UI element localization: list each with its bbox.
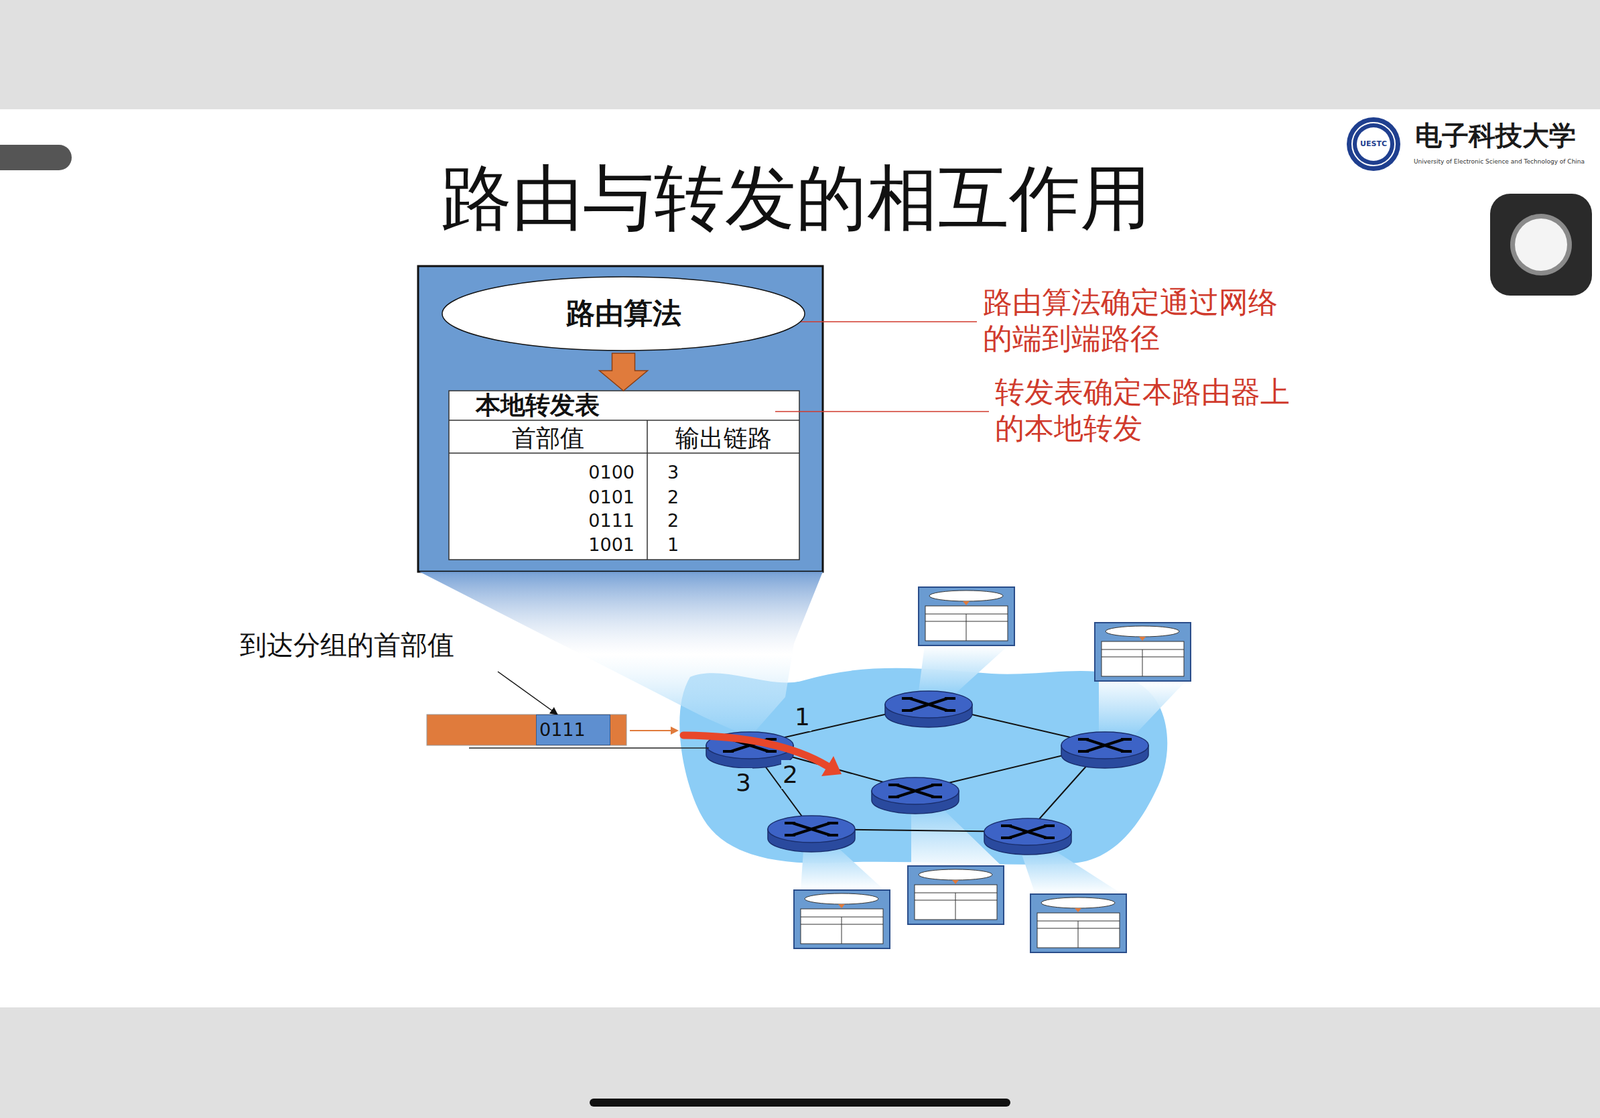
zoom-beam	[419, 571, 823, 738]
logo-emblem	[1346, 117, 1401, 171]
table-rule	[448, 452, 800, 454]
router-symbol	[984, 818, 1072, 855]
mini-router-table	[1094, 622, 1191, 681]
table-header: 首部值	[448, 423, 648, 453]
side-tab	[0, 144, 72, 171]
router-symbol	[871, 777, 959, 814]
mini-router-table	[907, 865, 1004, 924]
table-rule	[448, 419, 800, 421]
slide-title: 路由与转发的相互作用	[0, 155, 1592, 241]
node-text: 0111	[539, 718, 586, 741]
packet	[426, 714, 627, 746]
input-line	[469, 747, 709, 749]
forwarding-arrowhead	[821, 755, 842, 776]
table-cell: 3	[667, 461, 679, 484]
leader-line	[775, 410, 989, 413]
mini-router-table	[918, 586, 1015, 646]
top-bar	[0, 0, 1600, 110]
table-cell: 0101	[448, 486, 635, 508]
annotation: 转发表确定本路由器上 的本地转发	[994, 373, 1305, 447]
mini-router-table	[793, 889, 890, 949]
table-cell: 2	[667, 509, 679, 532]
home-indicator	[589, 1098, 1011, 1107]
node-text: 路由算法	[566, 296, 682, 331]
university-name-english: University of Electronic Science and Tec…	[1413, 158, 1585, 166]
routing-algorithm-ellipse: 路由算法	[440, 275, 807, 352]
port-number: 2	[781, 759, 800, 789]
block-arrow	[599, 353, 648, 391]
forwarding-table: 本地转发表	[448, 390, 829, 560]
node-text: 本地转发表	[475, 390, 829, 421]
table-cell: 2	[667, 486, 679, 508]
router-symbol	[885, 690, 973, 727]
table-cell: 0111	[448, 509, 635, 532]
ellipse-shape	[442, 276, 805, 351]
zoom-beam	[1098, 680, 1186, 738]
floating-button-center	[1514, 218, 1568, 271]
router-symbol	[1061, 731, 1149, 768]
table-cell: 0100	[448, 461, 635, 484]
leader-line	[497, 671, 558, 715]
university-name: 电子科技大学	[1415, 119, 1576, 152]
table-cell: 1001	[448, 534, 635, 556]
floating-button-ring	[1510, 213, 1572, 276]
table-rule	[646, 420, 648, 560]
logo-ring	[1352, 122, 1395, 166]
zoom-beam	[917, 645, 1009, 697]
port-number: 1	[793, 702, 812, 731]
table-header: 输出链路	[647, 423, 800, 453]
packet-header-field: 0111	[536, 714, 611, 746]
packet-arrow	[629, 729, 673, 731]
table-cell: 1	[667, 534, 679, 556]
logo-text: UESTC	[1353, 139, 1394, 149]
port-number: 3	[734, 767, 753, 797]
annotation: 路由算法确定通过网络 的端到端路径	[982, 284, 1293, 357]
callout-label: 到达分组的首部值	[239, 628, 455, 661]
floating-button	[1490, 193, 1592, 296]
router-symbol	[767, 815, 855, 852]
mini-router-table	[1030, 893, 1127, 953]
forwarding-arrow	[683, 735, 828, 766]
packet-arrowhead	[670, 726, 679, 735]
bottom-bar	[0, 1007, 1600, 1118]
